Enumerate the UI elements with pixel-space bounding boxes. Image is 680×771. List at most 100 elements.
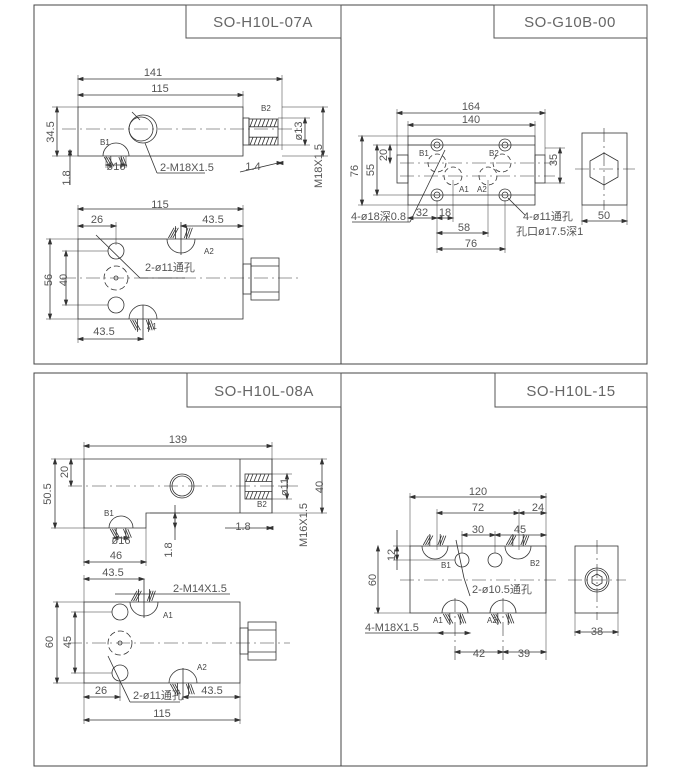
arrowhead bbox=[68, 457, 74, 465]
hatch bbox=[253, 473, 258, 482]
panel-title: SO-H10L-15 bbox=[526, 383, 615, 400]
counterbore-note: 4-ø18深0.8 bbox=[351, 210, 406, 223]
hatch bbox=[437, 535, 442, 546]
arrowhead bbox=[68, 480, 74, 488]
dim-60: 60 bbox=[44, 636, 56, 648]
hatch bbox=[509, 613, 515, 624]
center-port bbox=[107, 630, 133, 656]
hatch bbox=[257, 137, 262, 146]
hatch bbox=[186, 227, 191, 239]
arrowhead bbox=[359, 134, 365, 142]
dim-56: 56 bbox=[43, 274, 55, 286]
arrowhead bbox=[499, 246, 507, 252]
arrowhead bbox=[540, 532, 548, 538]
arrowhead bbox=[540, 510, 548, 516]
arrowhead bbox=[54, 677, 60, 685]
dim-30: 30 bbox=[472, 524, 484, 536]
hatch bbox=[507, 613, 513, 624]
dim-72: 72 bbox=[472, 502, 484, 514]
arrowhead bbox=[82, 559, 90, 565]
port-b bbox=[169, 473, 195, 499]
line bbox=[507, 197, 526, 216]
hatch bbox=[524, 535, 530, 546]
hatch bbox=[253, 118, 258, 127]
port-bore bbox=[102, 142, 130, 157]
panel-title: SO-H10L-08A bbox=[214, 383, 314, 400]
hidden-port bbox=[492, 153, 512, 173]
bolt-hole bbox=[501, 191, 509, 199]
center-port bbox=[113, 275, 119, 281]
arrowhead bbox=[63, 299, 69, 307]
fitting-nut bbox=[247, 621, 277, 661]
arrowhead bbox=[123, 535, 131, 541]
dim-43-5: 43.5 bbox=[102, 567, 123, 579]
through-hole-note: 2-ø11通孔 bbox=[133, 689, 183, 702]
hatch bbox=[249, 118, 254, 127]
arrowhead bbox=[82, 443, 90, 449]
hatch bbox=[445, 613, 452, 624]
hatch bbox=[490, 613, 497, 624]
hatch bbox=[273, 118, 278, 127]
dim-26: 26 bbox=[91, 214, 103, 226]
arrowhead bbox=[284, 493, 290, 501]
arrowhead bbox=[120, 162, 128, 168]
hatch bbox=[172, 227, 179, 239]
arrowhead bbox=[557, 177, 563, 185]
dim-115: 115 bbox=[153, 708, 171, 720]
arrowhead bbox=[320, 150, 326, 158]
arrowhead bbox=[52, 457, 58, 465]
bolt-hole bbox=[501, 141, 509, 149]
hatch bbox=[457, 613, 462, 624]
hatch bbox=[249, 491, 254, 500]
through-hole-note: 2-ø11通孔 bbox=[145, 261, 195, 274]
hatch bbox=[249, 473, 254, 482]
arrowhead bbox=[517, 510, 525, 516]
dim-76: 76 bbox=[349, 165, 361, 177]
arrowhead bbox=[557, 146, 563, 154]
arrowhead bbox=[435, 215, 443, 221]
hatch bbox=[261, 118, 266, 127]
title-box-h10l-07a: SO-H10L-07A bbox=[185, 4, 342, 39]
arrowhead bbox=[460, 532, 468, 538]
arrowhead bbox=[513, 510, 521, 516]
through-hole bbox=[111, 603, 129, 621]
arrowhead bbox=[374, 143, 380, 151]
hatch bbox=[261, 137, 266, 146]
threaded-port bbox=[244, 473, 273, 500]
dim-35: 35 bbox=[548, 154, 560, 166]
hatch bbox=[149, 590, 154, 602]
dim-1-4: 1.4 bbox=[245, 161, 260, 173]
hatch bbox=[265, 137, 270, 146]
hatch bbox=[134, 319, 141, 331]
arrowhead bbox=[54, 150, 60, 158]
arrowhead bbox=[266, 443, 274, 449]
arrowhead bbox=[234, 717, 242, 723]
hatch bbox=[495, 613, 502, 624]
port-label-b2: B2 bbox=[257, 500, 267, 509]
port-label-b1: B1 bbox=[104, 509, 114, 518]
line bbox=[455, 539, 465, 579]
arrowhead bbox=[408, 494, 416, 500]
dim-34-5: 34.5 bbox=[45, 121, 57, 142]
hatch bbox=[265, 118, 270, 127]
dim-40: 40 bbox=[314, 481, 326, 493]
title-box-h10l-08a: SO-H10L-08A bbox=[186, 372, 342, 408]
dim-20: 20 bbox=[378, 149, 390, 161]
dim-50-5: 50.5 bbox=[42, 483, 54, 504]
dim-45: 45 bbox=[514, 524, 526, 536]
port-thread-note: 2-M14X1.5 bbox=[173, 583, 227, 595]
through-hole bbox=[107, 242, 125, 260]
arrowhead bbox=[387, 157, 393, 165]
hatch bbox=[170, 227, 177, 239]
panel-title: SO-G10B-00 bbox=[524, 14, 616, 31]
arrowhead bbox=[76, 76, 84, 82]
arrowhead bbox=[76, 92, 84, 98]
dim-39: 39 bbox=[518, 648, 530, 660]
dim-24: 24 bbox=[532, 502, 544, 514]
port-bore bbox=[421, 545, 449, 560]
dim-1-8: 1.8 bbox=[61, 170, 73, 185]
hatch bbox=[150, 319, 155, 331]
title-box-h10l-15: SO-H10L-15 bbox=[494, 372, 648, 408]
hatch bbox=[442, 613, 449, 624]
hatch bbox=[459, 613, 465, 624]
